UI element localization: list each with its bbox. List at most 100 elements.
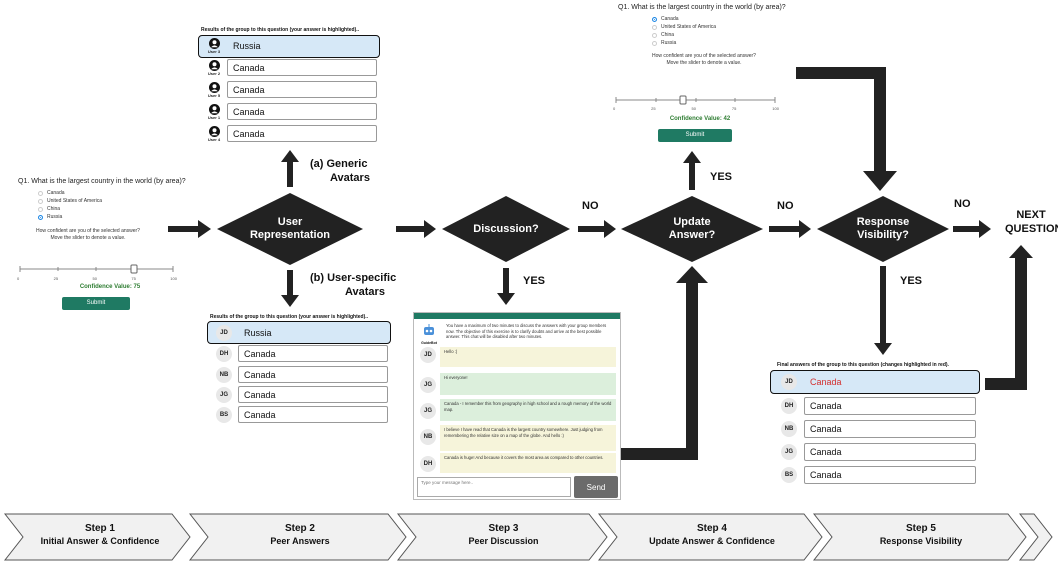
send-button[interactable]: Send xyxy=(574,476,618,498)
final-results-header: Final answers of the group to this quest… xyxy=(777,362,949,368)
user-initials: NB xyxy=(216,366,232,383)
user-initials: JD xyxy=(781,373,797,390)
step1-panel: Q1. What is the largest country in the w… xyxy=(18,178,186,242)
bot-avatar: GuideBot xyxy=(418,323,440,345)
user-initials: BS xyxy=(781,467,797,483)
answer-row: JG Canada xyxy=(210,386,388,403)
user-avatar: User 2 xyxy=(201,59,227,76)
user-avatar: User 1 xyxy=(201,103,227,120)
step-3-chevron xyxy=(396,513,608,561)
arrow-top-to-visibility xyxy=(796,67,897,191)
update-no-label: NO xyxy=(777,200,794,212)
radio-icon xyxy=(652,24,657,30)
answer-row: DH Canada xyxy=(210,345,388,362)
discussion-yes-label: YES xyxy=(523,275,546,287)
answer-row: DH Canada xyxy=(774,397,976,415)
radio-icon xyxy=(38,190,43,196)
user-initials: JD xyxy=(216,324,232,341)
option-russia[interactable]: Russia xyxy=(38,213,178,221)
submit-button[interactable]: Submit xyxy=(62,297,130,310)
visibility-diamond xyxy=(817,196,949,262)
arrow-discussion-to-update xyxy=(578,220,616,238)
answer-row: NB Canada xyxy=(210,366,388,383)
radio-icon xyxy=(652,40,657,46)
user-avatar: User 5 xyxy=(201,81,227,98)
answer-row: JG Canada xyxy=(774,443,976,461)
arrow-update-to-visibility xyxy=(769,220,811,238)
answer-field: Canada xyxy=(227,81,377,98)
answer-row: NB Canada xyxy=(774,420,976,438)
bot-message: You have a maximum of two minutes to dis… xyxy=(442,321,617,345)
chat-header-bar xyxy=(414,313,620,319)
option-china[interactable]: China xyxy=(38,205,178,213)
radio-icon xyxy=(652,32,657,38)
step-end-chevron xyxy=(1018,513,1053,561)
answer-row: JD Russia xyxy=(210,323,386,342)
answer-field: Canada xyxy=(227,103,377,120)
arrow-down-specific xyxy=(281,270,299,307)
arrow-update-up xyxy=(683,151,701,190)
discussion-label: Discussion? xyxy=(473,223,539,235)
confidence-value: Confidence Value: 75 xyxy=(79,284,141,290)
answer-field: Canada xyxy=(227,125,377,142)
arrow-up-generic xyxy=(281,150,299,187)
radio-selected-icon xyxy=(652,16,657,22)
arrow-final-to-next xyxy=(985,245,1033,390)
confidence-slider[interactable] xyxy=(614,95,778,107)
option-china[interactable]: China xyxy=(652,31,808,39)
answer-field: Canada xyxy=(238,366,388,383)
chat-message: I believe I have read that Canada is the… xyxy=(440,425,616,451)
arrow-chat-to-update xyxy=(621,266,708,460)
option-russia[interactable]: Russia xyxy=(652,39,808,47)
confidence-slider[interactable] xyxy=(18,264,176,280)
submit-button[interactable]: Submit xyxy=(658,129,732,142)
answer-field: Russia xyxy=(238,323,386,342)
chat-message: Canada - I remember this from geography … xyxy=(440,399,616,421)
option-canada[interactable]: Canada xyxy=(652,15,808,23)
user-initials: DH xyxy=(420,456,436,472)
chat-input[interactable]: Type your message here.. xyxy=(417,477,571,497)
user-initials: JG xyxy=(420,403,436,419)
user-avatar-icon xyxy=(208,125,220,137)
user-initials: NB xyxy=(781,421,797,437)
step-4-chevron xyxy=(597,513,823,561)
user-initials: JG xyxy=(420,377,436,393)
specific-results-header: Results of the group to this question (y… xyxy=(210,314,369,320)
answer-field: Canada xyxy=(804,466,976,484)
arrow-visibility-to-next xyxy=(953,220,991,238)
robot-icon xyxy=(424,324,434,335)
user-initials: DH xyxy=(216,345,232,362)
option-usa[interactable]: United States of America xyxy=(652,23,808,31)
answer-row: User 4 Canada xyxy=(201,125,377,142)
chat-message: Hi everyone! xyxy=(440,373,616,395)
answer-row: User 1 Canada xyxy=(201,103,377,120)
user-initials: NB xyxy=(420,429,436,445)
chat-window: GuideBot You have a maximum of two minut… xyxy=(413,312,621,500)
option-canada[interactable]: Canada xyxy=(38,189,178,197)
answer-field: Canada xyxy=(238,345,388,362)
confidence-question: How confident are you of the selected an… xyxy=(652,53,756,66)
answer-field: Canada xyxy=(804,420,976,438)
answer-field: Russia xyxy=(227,36,375,55)
user-initials: DH xyxy=(781,398,797,414)
option-usa[interactable]: United States of America xyxy=(38,197,178,205)
user-avatar-icon xyxy=(208,59,220,71)
step-1-chevron xyxy=(3,513,191,561)
arrow-visibility-to-final xyxy=(874,266,892,355)
step-5-chevron xyxy=(812,513,1027,561)
answer-field: Canada xyxy=(227,59,377,76)
user-initials: JD xyxy=(420,347,436,363)
chat-message: Hello :) xyxy=(440,347,616,367)
confidence-question: How confident are you of the selected an… xyxy=(36,228,140,241)
answer-row: BS Canada xyxy=(774,466,976,484)
